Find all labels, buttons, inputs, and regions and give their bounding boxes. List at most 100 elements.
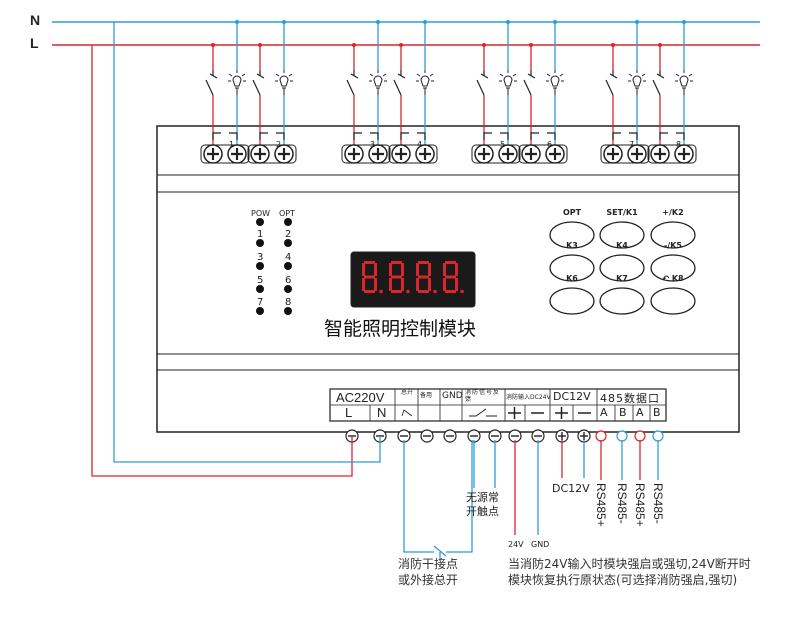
bottom-terminal-screw [616,430,628,442]
terminal-pair-frame [600,144,650,164]
rs485-plus-annotation-1: RS485+ [594,483,608,527]
opt-led [284,218,292,226]
relay-contact-symbol [400,132,426,140]
seven-segment-digit [416,261,437,294]
indicator-led [256,239,264,247]
bottom-terminal-screw [420,429,434,443]
lamp-icon [675,70,693,95]
pow-label: POW [251,209,271,218]
terminal-n-label: N [377,405,387,420]
keypad-button [599,254,645,282]
fire-24v-annotation: 24V [508,540,524,549]
keypad-button [650,254,696,282]
relay-contact-symbol [483,132,509,140]
relay-contact-symbol [259,132,285,140]
seven-segment-display [350,251,476,308]
terminal-screw [391,144,411,164]
indicator-led [284,285,292,293]
relay-contact-symbol [212,132,238,140]
keypad-button-label: K4 [616,241,628,250]
keypad-button-label: K3 [566,241,578,250]
rs485-terminal-a1: A [600,406,608,419]
relay-contact-symbol [612,132,638,140]
switch-icon [652,70,665,96]
switch-icon [476,70,489,96]
switch-icon [523,70,536,96]
indicator-led-label: 1 [257,229,264,240]
switch-icon [393,70,406,96]
lamp-icon [228,70,246,95]
module-title: 智能照明控制模块 [324,318,477,340]
indicator-led-label: 2 [285,229,292,240]
bottom-terminal-screw [443,429,457,443]
indicator-led [284,262,292,270]
rs485-minus-annotation-1: RS485- [615,483,629,524]
seven-segment-digit [362,261,383,294]
keypad-button [650,287,696,315]
indicator-led [284,307,292,315]
fire-feedback-label: 消防信号反馈 [465,389,501,403]
terminal-screw [650,144,670,164]
fire-input-note: 当消防24V输入时模块强启或强切,24V断开时模块恢复执行原状态(可选择消防强启… [508,557,751,587]
channel-number-label: 3 [370,140,376,149]
bottom-terminal-screw [634,430,646,442]
fire-input-label: 消防输入DC24V [506,394,551,401]
terminal-screw [603,144,623,164]
keypad-button-label: SET/K1 [606,208,638,217]
pow-led [256,218,264,226]
terminal-screw [274,144,294,164]
channel-number-label: 6 [547,140,553,149]
dry-contact-annotation: 无源常开触点 [466,491,499,518]
indicator-led-label: 8 [285,297,292,308]
terminal-l-label: L [345,405,353,420]
terminal-screw [250,144,270,164]
ac220v-header: AC220V [336,390,385,405]
terminal-pair-frame [247,144,297,164]
dc12v-annotation: DC12V [552,482,590,495]
rs485-plus-annotation-2: RS485+ [633,483,647,527]
terminal-pair-frame [518,144,568,164]
keypad-button [599,287,645,315]
external-wiring [91,22,659,560]
rs485-terminal-b1: B [619,406,627,419]
terminal-pair-frame [341,144,391,164]
lamp-icon [546,70,564,95]
channel-number-label: 1 [229,140,235,149]
indicator-leds [256,218,292,315]
terminal-screw [498,144,518,164]
indicator-led-label: 3 [257,252,264,263]
indicator-led [256,285,264,293]
terminal-pair-frame [647,144,697,164]
keypad-button [599,221,645,249]
lamp-icon [416,70,434,95]
switch-icon [252,70,265,96]
rs485-terminal-a2: A [636,406,644,419]
channel-number-label: 7 [629,140,635,149]
keypad-button-label: K6 [566,274,578,283]
indicator-led [256,307,264,315]
keypad-button-label: -/K5 [663,241,682,250]
terminal-screw [227,144,247,164]
terminal-screw [474,144,494,164]
switch-icon [346,70,359,96]
terminal-screw [203,144,223,164]
indicator-led [284,239,292,247]
dry-contact-note: 消防干接点或外接总开 [398,557,459,587]
neutral-bus-label: N [30,12,41,28]
indicator-led-label: 4 [285,252,292,263]
keypad-button [549,254,595,282]
lamp-icon [369,70,387,95]
indicator-led-label: 5 [257,275,264,286]
fire-gnd-annotation: GND [531,540,550,549]
seven-segment-digit [443,261,464,294]
indicator-led [256,262,264,270]
keypad-button-label: +/K2 [662,208,684,217]
switch-icon [605,70,618,96]
keypad-button [549,287,595,315]
indicator-led-label: 6 [285,275,292,286]
rs485-minus-annotation-2: RS485- [651,483,665,524]
lamp-icon [275,70,293,95]
keypad-button-label: K7 [616,274,628,283]
rs485-header: 485数据口 [600,392,660,405]
